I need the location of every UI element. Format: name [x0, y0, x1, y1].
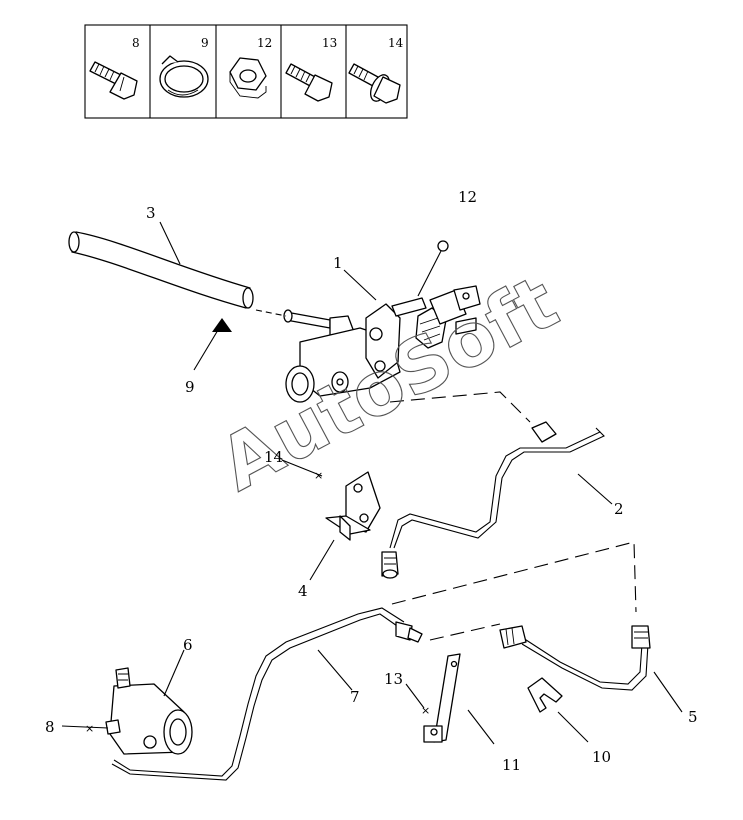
callout-14: 14 — [264, 448, 283, 466]
slave-cylinder-part-6 — [105, 667, 193, 755]
callout-1: 1 — [333, 254, 343, 272]
watermark-text: AutoSoft — [206, 259, 571, 508]
callout-8: 8 — [45, 718, 55, 736]
nut-12-icon — [229, 57, 267, 99]
svg-text:×: × — [421, 704, 430, 717]
leader-12 — [417, 250, 442, 297]
clip-part-10 — [527, 677, 563, 713]
bolt-13-icon — [285, 63, 333, 102]
legend-number-14: 14 — [388, 36, 404, 50]
svg-text:×: × — [85, 722, 94, 735]
callout-3: 3 — [146, 204, 156, 222]
callout-6: 6 — [183, 636, 193, 654]
legend-number-9: 9 — [201, 36, 209, 50]
callout-9: 9 — [185, 378, 195, 396]
direction-arrow-icon — [212, 318, 232, 332]
callout-2: 2 — [614, 500, 624, 518]
callout-labels: 12 3 1 9 14 2 4 6 13 7 5 8 10 11 — [45, 188, 698, 774]
svg-text:×: × — [314, 469, 323, 482]
connection-dash-lines — [255, 309, 637, 641]
flex-hose-part-5 — [499, 625, 651, 691]
master-cylinder-part-1 — [283, 285, 481, 403]
legend-number-13: 13 — [322, 36, 337, 50]
bracket-part-11 — [423, 653, 461, 743]
callout-11: 11 — [502, 756, 521, 774]
legend-frame — [84, 24, 408, 119]
callout-5: 5 — [688, 708, 698, 726]
callout-12: 12 — [458, 188, 477, 206]
hardware-legend-strip: 8 9 12 13 14 — [84, 24, 408, 119]
callout-7: 7 — [350, 688, 360, 706]
pipe-part-7 — [111, 607, 423, 781]
nut-marker-12 — [437, 240, 449, 252]
bracket-part-4 — [325, 471, 381, 541]
flange-bolt-14-icon — [348, 63, 401, 104]
hose-part-3 — [68, 231, 254, 309]
legend-number-12: 12 — [257, 36, 272, 50]
callout-13: 13 — [384, 670, 403, 688]
pipe-part-2 — [381, 421, 605, 579]
hose-clamp-9-icon — [159, 55, 209, 98]
leader-lines: × × × — [61, 221, 683, 745]
legend-number-8: 8 — [132, 36, 140, 50]
callout-4: 4 — [298, 582, 308, 600]
callout-10: 10 — [592, 748, 611, 766]
bolt-8-icon — [89, 61, 138, 100]
